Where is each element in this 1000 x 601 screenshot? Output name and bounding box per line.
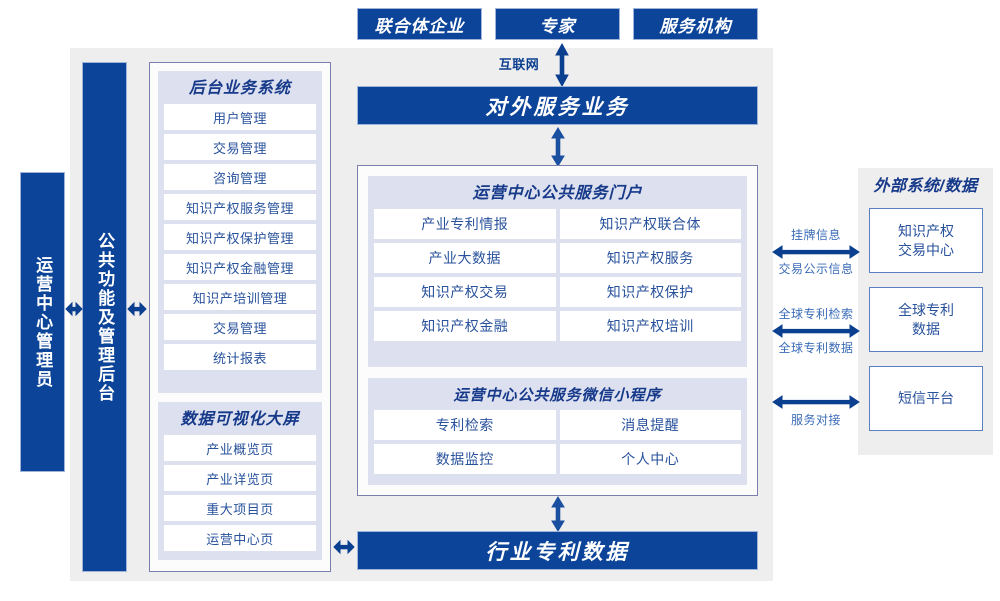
left-bar-common-backend[interactable]: 公共功能及管理后台 bbox=[82, 62, 127, 572]
arrow-internet-vertical bbox=[555, 42, 569, 88]
list-item[interactable]: 产业概览页 bbox=[164, 435, 316, 461]
external-service-label: 对外服务业务 bbox=[485, 95, 630, 119]
list-item[interactable]: 知识产权金融 bbox=[374, 311, 556, 341]
list-item[interactable]: 消息提醒 bbox=[559, 410, 741, 440]
list-item[interactable]: 交易管理 bbox=[164, 314, 316, 340]
list-item[interactable]: 产业专利情报 bbox=[374, 209, 556, 239]
backend-item-list: 用户管理 交易管理 咨询管理 知识产权服务管理 知识产权保护管理 知识产权金融管… bbox=[164, 104, 316, 370]
list-item[interactable]: 知识产权服务 bbox=[559, 243, 741, 273]
external-box-ip-exchange[interactable]: 知识产权 交易中心 bbox=[869, 208, 983, 273]
dataviz-item-list: 产业概览页 产业详览页 重大项目页 运营中心页 bbox=[164, 435, 316, 551]
industry-patent-data-label: 行业专利数据 bbox=[485, 540, 630, 564]
miniprogram-panel-title: 运营中心公共服务微信小程序 bbox=[453, 387, 662, 404]
arrow-external-sms bbox=[772, 395, 860, 409]
arrow-label-global-patent-search: 全球专利检索 bbox=[778, 307, 854, 321]
list-item[interactable]: 个人中心 bbox=[559, 444, 741, 474]
actor-box-service-agency[interactable]: 服务机构 bbox=[633, 8, 758, 40]
miniprogram-panel: 运营中心公共服务微信小程序 专利检索 消息提醒 数据监控 个人中心 bbox=[368, 378, 747, 485]
backend-panel-title: 后台业务系统 bbox=[188, 80, 291, 97]
actor-box-consortium[interactable]: 联合体企业 bbox=[357, 8, 482, 40]
internet-label: 互联网 bbox=[498, 57, 540, 72]
portal-panel-title: 运营中心公共服务门户 bbox=[472, 185, 643, 202]
external-box-global-patent-data[interactable]: 全球专利 数据 bbox=[869, 287, 983, 352]
list-item[interactable]: 知识产权保护管理 bbox=[164, 224, 316, 250]
list-item[interactable]: 重大项目页 bbox=[164, 495, 316, 521]
list-item[interactable]: 交易管理 bbox=[164, 134, 316, 160]
dataviz-panel: 数据可视化大屏 产业概览页 产业详览页 重大项目页 运营中心页 bbox=[158, 402, 322, 560]
list-item[interactable]: 知识产培训管理 bbox=[164, 284, 316, 310]
actor-box-expert[interactable]: 专家 bbox=[495, 8, 620, 40]
external-service-bar[interactable]: 对外服务业务 bbox=[357, 86, 758, 125]
backend-business-panel: 后台业务系统 用户管理 交易管理 咨询管理 知识产权服务管理 知识产权保护管理 … bbox=[158, 71, 322, 393]
left-bar-label: 公共功能及管理后台 bbox=[95, 231, 115, 403]
external-systems-title: 外部系统/数据 bbox=[873, 178, 978, 195]
list-item[interactable]: 知识产权联合体 bbox=[559, 209, 741, 239]
portal-frame: 运营中心公共服务门户 产业专利情报 知识产权联合体 产业大数据 知识产权服务 知… bbox=[357, 165, 758, 496]
arrow-admin-to-backend bbox=[65, 301, 83, 317]
external-box-label: 短信平台 bbox=[898, 390, 954, 407]
list-item[interactable]: 运营中心页 bbox=[164, 525, 316, 551]
dataviz-panel-title: 数据可视化大屏 bbox=[180, 411, 300, 428]
arrow-label-listing-info: 挂牌信息 bbox=[790, 228, 841, 242]
list-item[interactable]: 专利检索 bbox=[374, 410, 556, 440]
list-item[interactable]: 统计报表 bbox=[164, 344, 316, 370]
list-item[interactable]: 知识产权培训 bbox=[559, 311, 741, 341]
portal-item-grid: 产业专利情报 知识产权联合体 产业大数据 知识产权服务 知识产权交易 知识产权保… bbox=[374, 209, 741, 341]
portal-panel: 运营中心公共服务门户 产业专利情报 知识产权联合体 产业大数据 知识产权服务 知… bbox=[368, 176, 747, 367]
left-bar-label: 运营中心管理员 bbox=[33, 255, 53, 389]
backend-modules-frame: 后台业务系统 用户管理 交易管理 咨询管理 知识产权服务管理 知识产权保护管理 … bbox=[149, 62, 331, 572]
actor-label: 专家 bbox=[539, 16, 576, 36]
external-box-sms-platform[interactable]: 短信平台 bbox=[869, 366, 983, 431]
list-item[interactable]: 知识产权保护 bbox=[559, 277, 741, 307]
list-item[interactable]: 知识产权服务管理 bbox=[164, 194, 316, 220]
arrow-external-global-patent bbox=[772, 324, 860, 338]
list-item[interactable]: 知识产权交易 bbox=[374, 277, 556, 307]
miniprogram-item-grid: 专利检索 消息提醒 数据监控 个人中心 bbox=[374, 410, 741, 474]
list-item[interactable]: 产业详览页 bbox=[164, 465, 316, 491]
list-item[interactable]: 数据监控 bbox=[374, 444, 556, 474]
external-box-label: 全球专利 数据 bbox=[898, 301, 954, 337]
actor-label: 联合体企业 bbox=[374, 16, 465, 36]
external-box-label: 知识产权 交易中心 bbox=[898, 222, 954, 258]
list-item[interactable]: 产业大数据 bbox=[374, 243, 556, 273]
arrow-portal-to-patent-data bbox=[551, 496, 565, 532]
arrow-modules-to-patent-data bbox=[333, 539, 355, 555]
arrow-label-service-docking: 服务对接 bbox=[790, 413, 841, 427]
list-item[interactable]: 用户管理 bbox=[164, 104, 316, 130]
arrow-backend-to-modules bbox=[127, 301, 147, 317]
arrow-external-ip-exchange bbox=[772, 245, 860, 259]
industry-patent-data-bar[interactable]: 行业专利数据 bbox=[357, 531, 758, 570]
list-item[interactable]: 知识产权金融管理 bbox=[164, 254, 316, 280]
actor-label: 服务机构 bbox=[659, 16, 732, 36]
arrow-label-global-patent-data: 全球专利数据 bbox=[778, 341, 854, 355]
list-item[interactable]: 咨询管理 bbox=[164, 164, 316, 190]
arrow-label-trade-disclosure: 交易公示信息 bbox=[778, 262, 854, 276]
arrow-service-to-portal bbox=[551, 127, 565, 167]
left-bar-operations-admin[interactable]: 运营中心管理员 bbox=[20, 172, 65, 472]
